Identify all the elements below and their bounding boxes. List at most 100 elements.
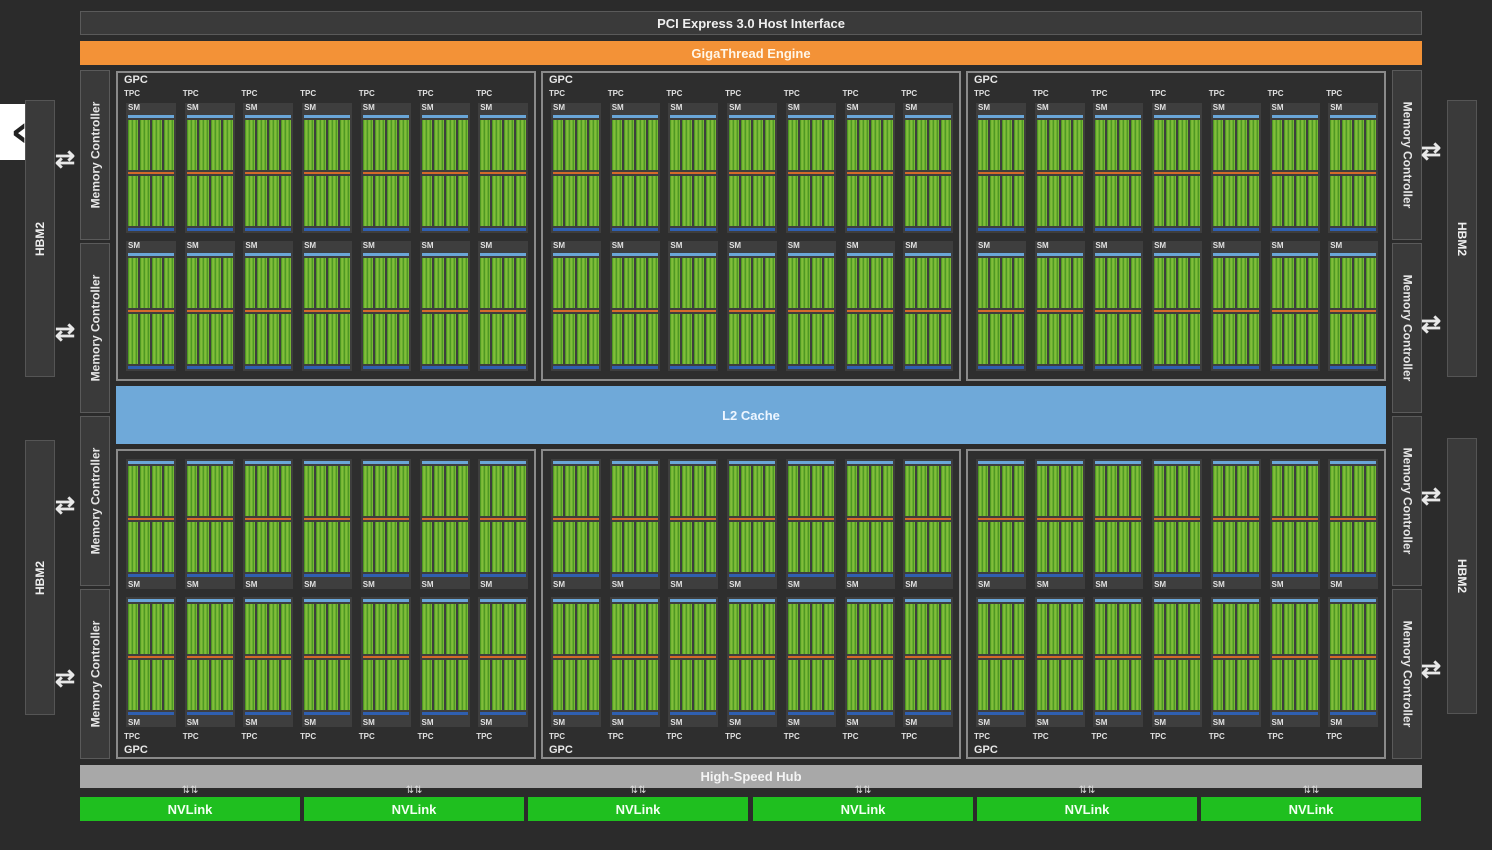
bidirectional-arrow-icon: ⇅⇅ — [1078, 785, 1096, 796]
tpc-label: TPC — [549, 89, 565, 98]
memory-controller: Memory Controller — [1392, 589, 1422, 759]
bidirectional-arrow-icon: ⇄ — [1421, 138, 1442, 165]
sm-label: SM — [1036, 580, 1049, 589]
sm-block: SM — [1269, 103, 1320, 233]
tpc-label: TPC — [300, 732, 317, 741]
tpc-label: TPC — [901, 89, 918, 98]
sm-block: SM — [551, 241, 601, 371]
sm-label: SM — [553, 103, 565, 112]
sm-label: SM — [553, 718, 565, 727]
sm-block: SM — [302, 103, 353, 233]
sm-block: SM — [243, 241, 294, 371]
tpc-label: TPC — [725, 732, 742, 741]
nvlink: NVLink — [80, 797, 300, 821]
tpc-label: TPC — [725, 89, 742, 98]
gpc-label: GPC — [549, 74, 573, 86]
sm-block: SM — [1034, 103, 1085, 233]
sm-label: SM — [905, 241, 918, 250]
sm-block: SM — [360, 597, 411, 727]
sm-label: SM — [186, 580, 199, 589]
sm-block: SM — [785, 103, 836, 233]
sm-block: SM — [184, 241, 235, 371]
sm-block: SM — [360, 241, 411, 371]
bidirectional-arrow-icon: ⇄ — [55, 665, 76, 692]
tpc: SM SM TPC — [547, 73, 601, 379]
sm-label: SM — [1036, 241, 1049, 250]
sm-label: SM — [1036, 718, 1049, 727]
nvlink: NVLink — [753, 797, 973, 821]
bidirectional-arrow-icon: ⇅⇅ — [1302, 785, 1320, 796]
tpc-label: TPC — [901, 732, 918, 741]
sm-block: SM — [727, 241, 778, 371]
sm-label: SM — [1271, 718, 1284, 727]
sm-block: SM — [1034, 597, 1085, 727]
sm-block: SM — [1093, 103, 1144, 233]
sm-label: SM — [1330, 580, 1343, 589]
tpc-label: TPC — [300, 89, 317, 98]
sm-block: SM — [727, 459, 778, 589]
bidirectional-arrow-icon: ⇄ — [55, 146, 76, 173]
hbm2-stack: HBM2 — [25, 440, 55, 715]
sm-label: SM — [670, 718, 683, 727]
sm-label: SM — [304, 718, 317, 727]
bidirectional-arrow-icon: ⇅⇅ — [629, 785, 647, 796]
sm-label: SM — [846, 241, 859, 250]
sm-block: SM — [551, 597, 601, 727]
tpc-label: TPC — [417, 732, 434, 741]
tpc: SM SM TPC — [298, 451, 353, 757]
sm-block: SM — [609, 459, 660, 589]
gpc-label: GPC — [974, 74, 998, 86]
pci-host-interface: PCI Express 3.0 Host Interface — [80, 11, 1422, 35]
sm-label: SM — [1095, 580, 1108, 589]
tpc-label: TPC — [124, 732, 140, 741]
nvlink: NVLink — [1201, 797, 1421, 821]
tpc-label: TPC — [358, 732, 375, 741]
sm-block: SM — [727, 103, 778, 233]
sm-block: SM — [903, 241, 954, 371]
tpc-label: TPC — [1150, 732, 1167, 741]
chevron-left-icon: ‹ — [10, 106, 29, 157]
tpc-label: TPC — [1091, 89, 1108, 98]
sm-block: SM — [243, 459, 294, 589]
sm-label: SM — [1212, 103, 1225, 112]
sm-label: SM — [128, 241, 140, 250]
sm-block: SM — [1328, 103, 1379, 233]
sm-block: SM — [302, 597, 353, 727]
sm-block: SM — [844, 459, 895, 589]
sm-block: SM — [1269, 459, 1320, 589]
tpc-label: TPC — [783, 89, 800, 98]
gpc-label: GPC — [549, 744, 573, 756]
sm-block: SM — [551, 103, 601, 233]
sm-block: SM — [1152, 597, 1203, 727]
sm-block: SM — [1328, 597, 1379, 727]
hbm2-label: HBM2 — [33, 221, 48, 256]
hbm2-label: HBM2 — [1455, 558, 1470, 594]
sm-block: SM — [844, 241, 895, 371]
tpc-label: TPC — [783, 732, 800, 741]
tpc-label: TPC — [1267, 732, 1284, 741]
tpc-label: TPC — [842, 89, 859, 98]
sm-label: SM — [611, 580, 624, 589]
sm-label: SM — [362, 103, 375, 112]
sm-label: SM — [304, 580, 317, 589]
hbm2-label: HBM2 — [1455, 221, 1470, 256]
hbm2-stack: HBM2 — [1447, 100, 1477, 377]
tpc-label: TPC — [607, 89, 624, 98]
sm-block: SM — [302, 241, 353, 371]
memory-controller: Memory Controller — [80, 70, 110, 240]
